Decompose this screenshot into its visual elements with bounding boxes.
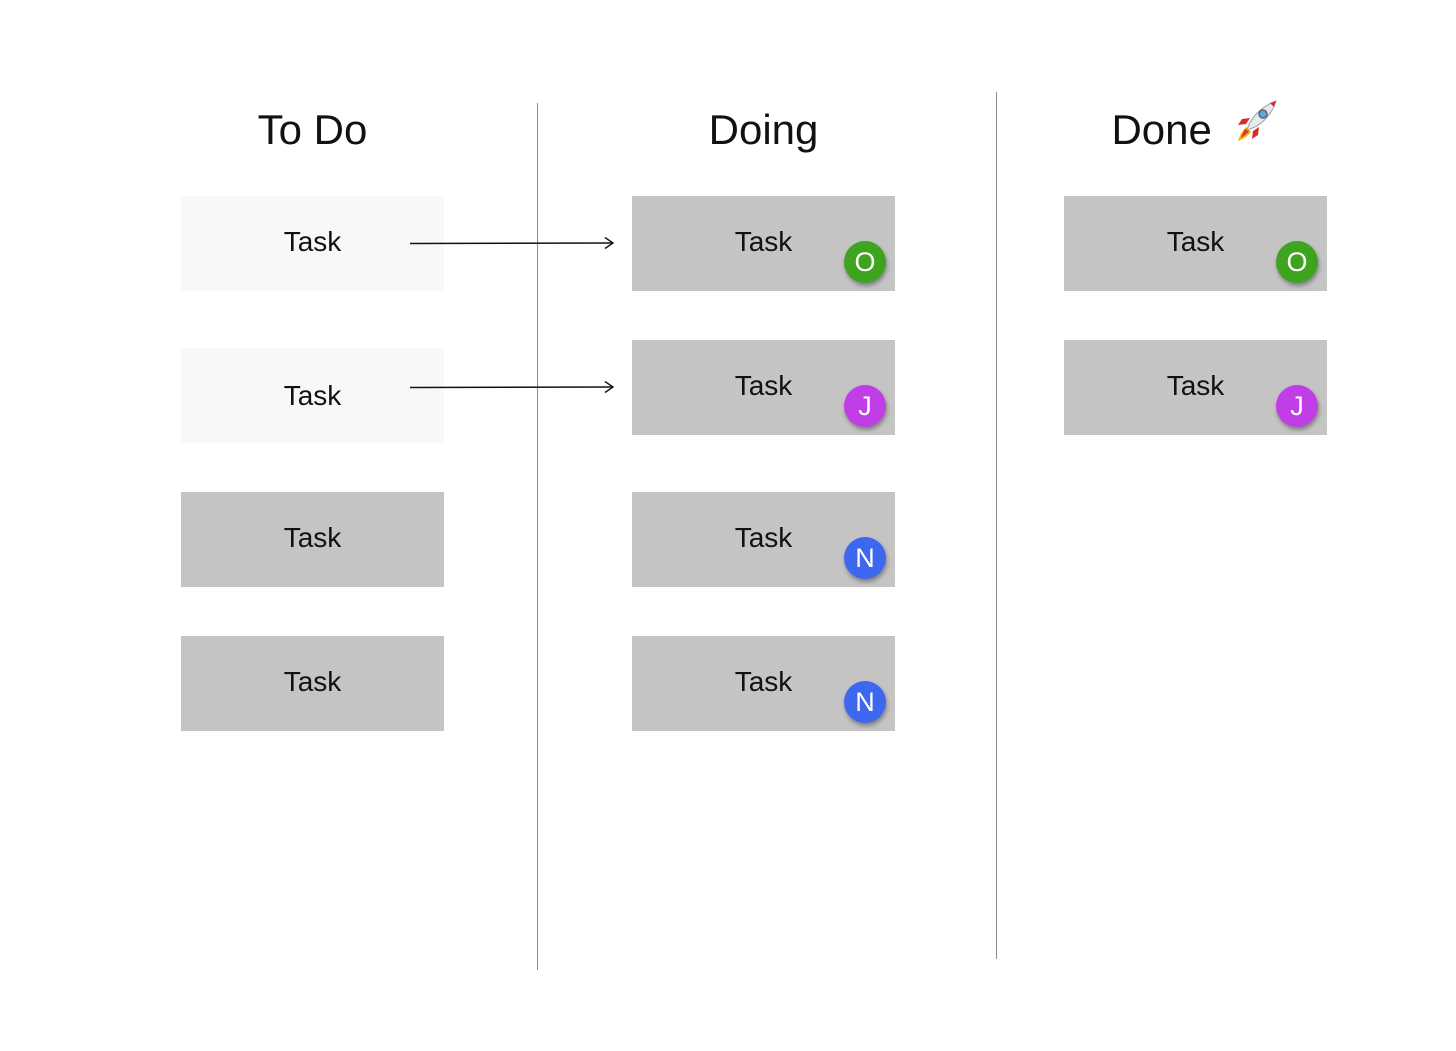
task-label: Task bbox=[283, 380, 342, 411]
task-card[interactable]: Task bbox=[181, 492, 444, 587]
task-label: Task bbox=[734, 226, 793, 257]
task-label: Task bbox=[283, 666, 342, 697]
assignee-avatar[interactable]: O bbox=[1276, 241, 1318, 283]
task-label: Task bbox=[1166, 370, 1225, 401]
assignee-avatar[interactable]: J bbox=[1276, 385, 1318, 427]
assignee-avatar[interactable]: N bbox=[844, 537, 886, 579]
task-card[interactable]: Task O bbox=[1064, 196, 1327, 291]
task-label: Task bbox=[1166, 226, 1225, 257]
column-title-text: Done bbox=[1111, 106, 1212, 153]
assignee-avatar[interactable]: N bbox=[844, 681, 886, 723]
column-divider bbox=[996, 92, 997, 959]
column-title-text: To Do bbox=[257, 106, 368, 153]
task-card[interactable]: Task J bbox=[632, 340, 895, 435]
task-label: Task bbox=[734, 522, 793, 553]
column-title-to-do: To Do bbox=[181, 100, 444, 160]
assignee-avatar[interactable]: O bbox=[844, 241, 886, 283]
rocket-icon bbox=[1232, 97, 1280, 161]
task-label: Task bbox=[734, 666, 793, 697]
task-card[interactable]: Task J bbox=[1064, 340, 1327, 435]
column-title-done: Done bbox=[1064, 100, 1327, 160]
task-card[interactable]: Task bbox=[181, 636, 444, 731]
task-label: Task bbox=[734, 370, 793, 401]
column-divider bbox=[537, 103, 538, 970]
task-label: Task bbox=[283, 226, 342, 257]
task-card-ghost[interactable]: Task bbox=[181, 196, 444, 291]
task-card[interactable]: Task N bbox=[632, 492, 895, 587]
column-title-doing: Doing bbox=[632, 100, 895, 160]
task-card-ghost[interactable]: Task bbox=[181, 348, 444, 443]
assignee-avatar[interactable]: J bbox=[844, 385, 886, 427]
task-label: Task bbox=[283, 522, 342, 553]
task-card[interactable]: Task N bbox=[632, 636, 895, 731]
column-title-text: Doing bbox=[708, 106, 819, 153]
task-card[interactable]: Task O bbox=[632, 196, 895, 291]
